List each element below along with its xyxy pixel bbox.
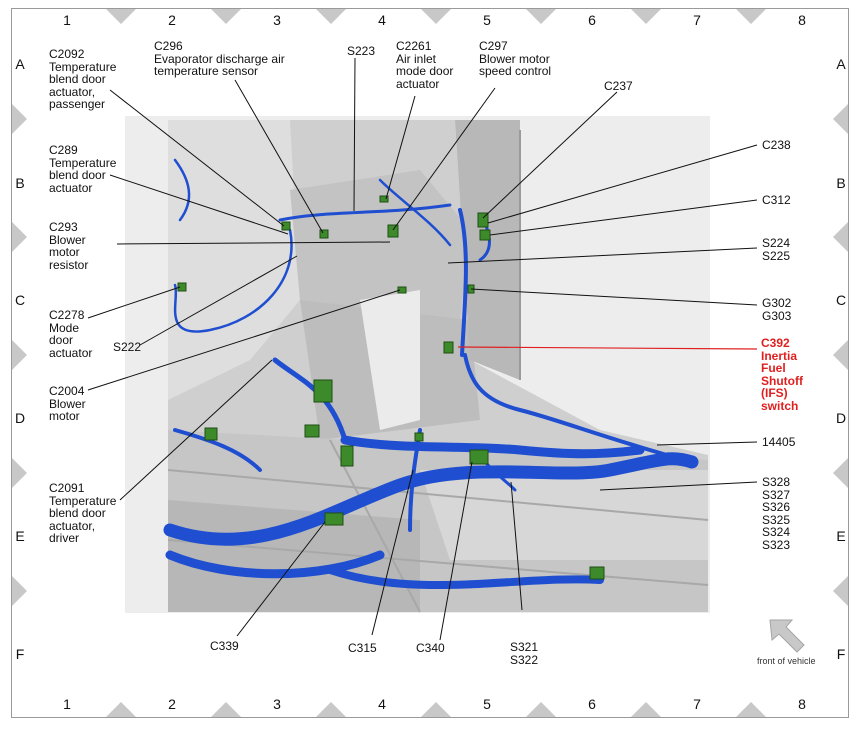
grid-row-right-E: E [836, 528, 846, 544]
grid-col-top-2: 2 [168, 12, 176, 28]
c392-leader-line [457, 346, 758, 350]
label-c312: C312 [762, 193, 791, 207]
grid-col-bottom-4: 4 [378, 696, 386, 712]
grid-markers [12, 9, 848, 717]
grid-row-right-D: D [835, 410, 847, 426]
label-c339: C339 [210, 639, 239, 653]
front-of-vehicle-label: front of vehicle [757, 656, 816, 666]
grid-row-left-C: C [14, 292, 26, 308]
label-c340: C340 [416, 641, 445, 655]
label-c237: C237 [604, 79, 633, 93]
label-s224-s225: S224 S225 [762, 236, 791, 263]
wiring-harness [163, 158, 699, 590]
label-s321-s322: S321 S322 [510, 640, 539, 667]
label-c296: C296 Evaporator discharge air temperatur… [154, 39, 285, 78]
front-arrow-icon [769, 619, 805, 653]
label-c297: C297 Blower motor speed control [479, 39, 552, 78]
grid-row-left-E: E [15, 528, 25, 544]
grid-row-right-F: F [836, 646, 846, 662]
label-c392: C392 Inertia Fuel Shutoff (IFS) switch [761, 336, 803, 413]
label-g302-g303: G302 G303 [762, 296, 792, 323]
grid-row-right-A: A [836, 56, 846, 72]
grid-row-left-A: A [15, 56, 25, 72]
label-c2092: C2092 Temperature blend door actuator, p… [49, 47, 117, 111]
grid-col-bottom-1: 1 [63, 696, 71, 712]
grid-col-bottom-3: 3 [273, 696, 281, 712]
grid-row-left-D: D [14, 410, 26, 426]
grid-col-top-6: 6 [588, 12, 596, 28]
grid-col-bottom-5: 5 [483, 696, 491, 712]
grid-col-bottom-2: 2 [168, 696, 176, 712]
leader-lines [87, 57, 758, 641]
label-c2278: C2278 Mode door actuator [49, 308, 93, 360]
label-c289: C289 Temperature blend door actuator [49, 143, 117, 195]
grid-col-top-8: 8 [798, 12, 806, 28]
label-c238: C238 [762, 138, 791, 152]
label-s328-s323: S328 S327 S326 S325 S324 S323 [762, 475, 791, 552]
label-s222: S222 [113, 340, 142, 354]
grid-row-left-B: B [15, 175, 25, 191]
grid-col-top-1: 1 [63, 12, 71, 28]
label-s223: S223 [347, 44, 376, 58]
grid-col-bottom-6: 6 [588, 696, 596, 712]
diagram-frame [11, 8, 849, 718]
grid-col-bottom-7: 7 [693, 696, 701, 712]
grid-row-right-B: B [836, 175, 846, 191]
label-c293: C293 Blower motor resistor [49, 220, 89, 272]
grid-col-top-5: 5 [483, 12, 491, 28]
label-c315: C315 [348, 641, 377, 655]
grid-col-bottom-8: 8 [798, 696, 806, 712]
label-c2261: C2261 Air inlet mode door actuator [396, 39, 454, 91]
label-14405: 14405 [762, 435, 796, 449]
grid-col-top-4: 4 [378, 12, 386, 28]
label-c2091: C2091 Temperature blend door actuator, d… [49, 481, 117, 545]
grid-row-left-F: F [15, 646, 25, 662]
grid-row-right-C: C [835, 292, 847, 308]
label-c2004: C2004 Blower motor [49, 384, 86, 423]
grid-col-top-3: 3 [273, 12, 281, 28]
grid-col-top-7: 7 [693, 12, 701, 28]
